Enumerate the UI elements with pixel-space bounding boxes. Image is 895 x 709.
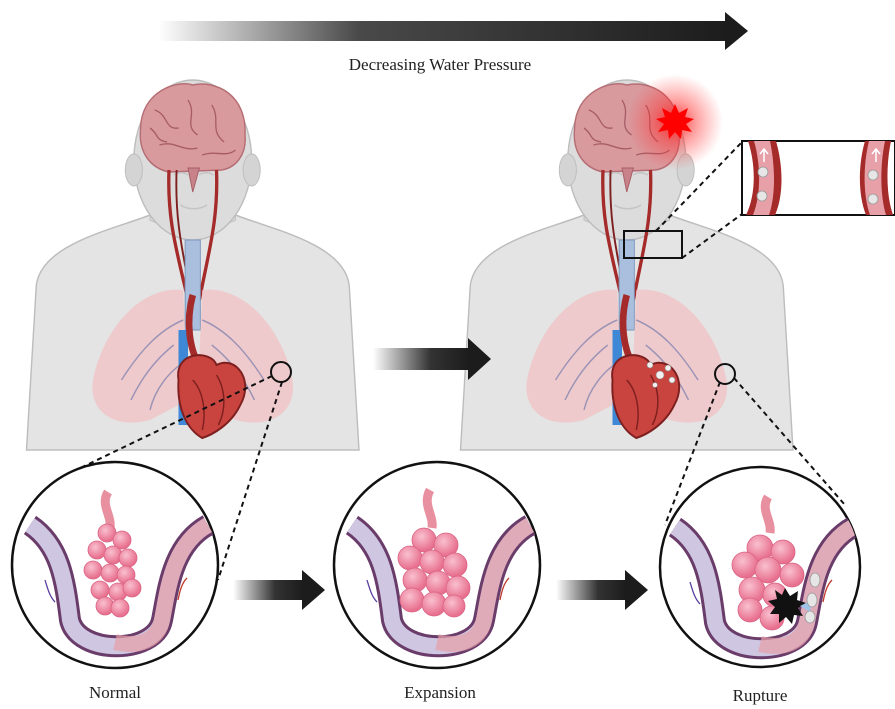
stage-label-rupture: Rupture xyxy=(700,686,820,706)
stage-arrow-2 xyxy=(556,570,648,610)
human-figure-normal xyxy=(27,80,360,450)
alveoli-rupture-circle xyxy=(660,467,860,667)
human-figure-pressure xyxy=(461,80,794,450)
stage-label-expansion: Expansion xyxy=(370,683,510,703)
stage-label-normal: Normal xyxy=(55,683,175,703)
brain-burst-icon xyxy=(627,74,723,170)
pressure-arrow xyxy=(158,12,748,50)
alveoli-normal-circle xyxy=(12,462,218,668)
stage-arrow-1 xyxy=(233,570,325,610)
stage-arrow-figure xyxy=(373,338,491,380)
pressure-label: Decreasing Water Pressure xyxy=(300,55,580,75)
alveoli-expansion-circle xyxy=(334,462,540,668)
